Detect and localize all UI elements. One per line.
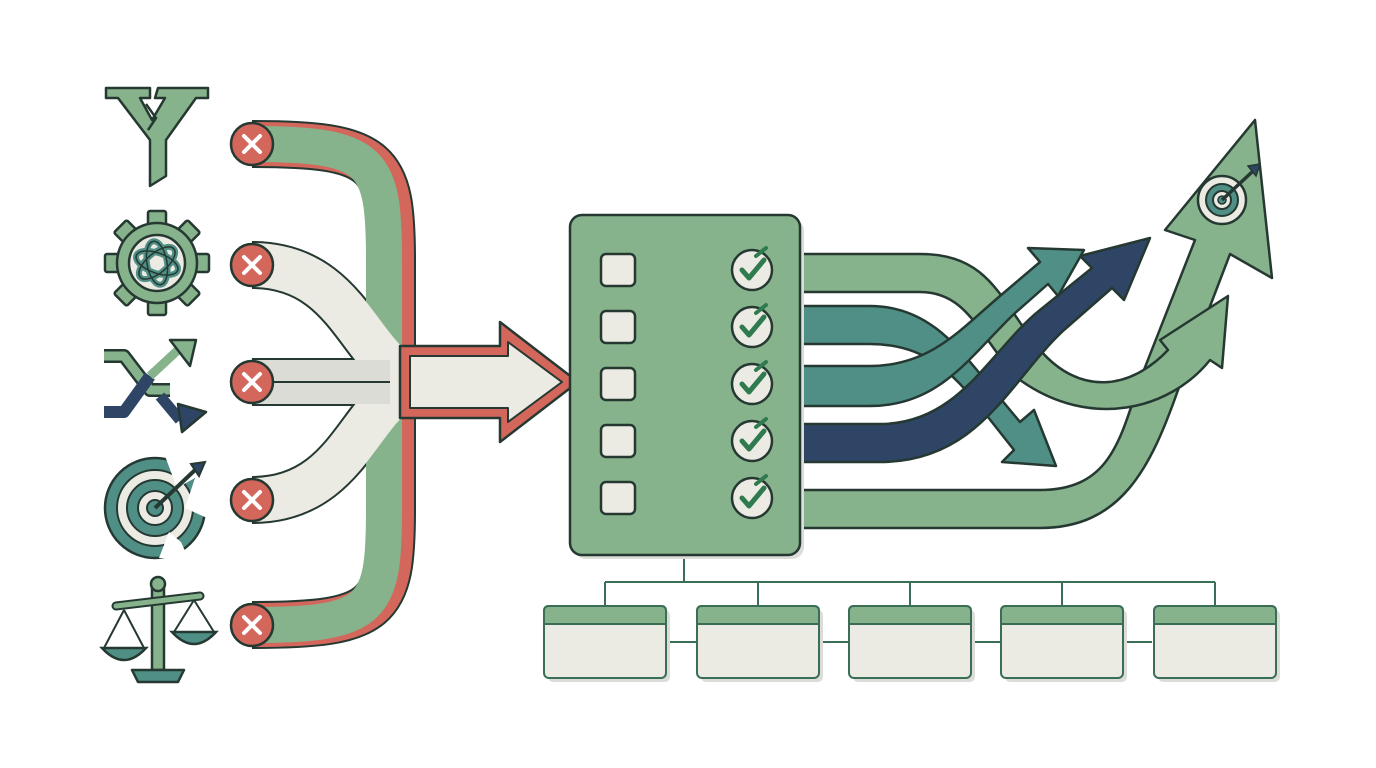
checkbox[interactable] <box>599 423 637 459</box>
checklist-row <box>599 417 774 463</box>
hierarchy-card <box>543 605 670 682</box>
check-circle-icon <box>730 474 774 520</box>
close-icon <box>242 615 262 635</box>
checkbox[interactable] <box>599 480 637 516</box>
checklist-row <box>599 474 774 520</box>
close-icon <box>242 490 262 510</box>
input-icons <box>99 86 219 684</box>
reject-markers <box>229 121 275 648</box>
close-icon <box>242 372 262 392</box>
reject-marker <box>229 359 275 405</box>
checklist-row <box>599 360 774 406</box>
hierarchy-cards <box>543 605 1280 682</box>
tangled-gear-icon <box>103 209 211 317</box>
checklist-rows <box>599 246 774 520</box>
main-output-arrow <box>788 118 1274 530</box>
balance-scale-icon <box>99 575 219 684</box>
reject-marker <box>229 242 275 288</box>
hierarchy-connectors <box>604 556 1216 643</box>
checkbox[interactable] <box>599 309 637 345</box>
hierarchy-card <box>696 605 823 682</box>
broken-target-icon <box>103 456 207 560</box>
close-icon <box>242 255 262 275</box>
checkbox[interactable] <box>599 252 637 288</box>
check-circle-icon <box>730 303 774 349</box>
hierarchy-card <box>1153 605 1280 682</box>
hierarchy-card <box>848 605 975 682</box>
reject-marker <box>229 121 275 167</box>
target-icon <box>1196 163 1262 226</box>
checklist-row <box>599 303 774 349</box>
checklist-panel <box>568 213 804 559</box>
checkbox[interactable] <box>599 366 637 402</box>
reject-marker <box>229 602 275 648</box>
merge-arrow <box>398 320 580 444</box>
output-paths <box>788 118 1274 530</box>
teal-up-arrow <box>788 246 1086 408</box>
checklist-row <box>599 246 774 292</box>
close-icon <box>242 134 262 154</box>
check-circle-icon <box>730 246 774 292</box>
check-circle-icon <box>730 360 774 406</box>
hierarchy-card <box>1000 605 1127 682</box>
shuffle-arrows-icon <box>104 338 208 434</box>
broken-y-icon <box>104 86 210 188</box>
teal-down-arrow <box>788 304 1058 468</box>
reject-marker <box>229 477 275 523</box>
check-circle-icon <box>730 417 774 463</box>
